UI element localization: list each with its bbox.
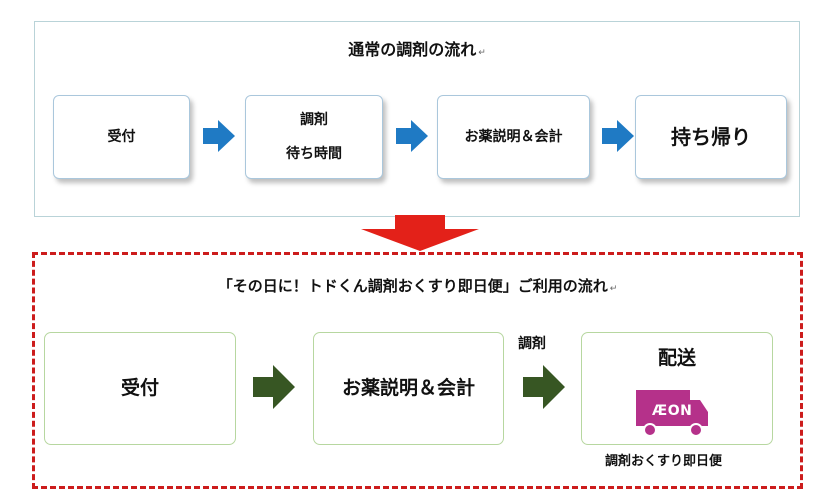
same-day-delivery-caption: 調剤おくすり即日便 (605, 454, 723, 469)
step-reception: 受付 (53, 95, 190, 179)
delivery-truck-icon: ÆON (636, 388, 708, 438)
step-explanation-payment: お薬説明＆会計 (437, 95, 590, 179)
right-arrow-icon (203, 120, 235, 152)
right-arrow-icon (396, 120, 428, 152)
step-delivery: 配送 (581, 332, 773, 445)
step-label: 待ち時間 (286, 146, 342, 162)
down-arrow-icon (361, 215, 479, 251)
step-dispensing-wait: 調剤 待ち時間 (245, 95, 383, 179)
right-arrow-icon (253, 365, 295, 409)
step-label: 受付 (120, 377, 159, 399)
step-label: お薬説明＆会計 (341, 377, 475, 399)
same-day-flow-title: 「その日に！トドくん調剤おくすり即日便」ご利用の流れ↵ (217, 277, 618, 295)
right-arrow-icon (602, 120, 634, 152)
step-label: 受付 (107, 129, 136, 145)
step-label: 調剤 (300, 112, 328, 128)
dispensing-label: 調剤 (518, 336, 546, 352)
step-label: お薬説明＆会計 (464, 129, 563, 145)
step-take-home: 持ち帰り (635, 95, 787, 179)
return-mark: ↵ (609, 284, 618, 294)
return-mark: ↵ (478, 48, 486, 58)
step-reception: 受付 (44, 332, 236, 445)
step-label: 持ち帰り (671, 125, 751, 149)
aeon-logo: ÆON (652, 403, 693, 419)
step-explanation-payment: お薬説明＆会計 (313, 332, 504, 445)
right-arrow-icon (523, 365, 565, 409)
step-label: 配送 (657, 347, 696, 369)
normal-flow-title: 通常の調剤の流れ↵ (348, 40, 486, 59)
